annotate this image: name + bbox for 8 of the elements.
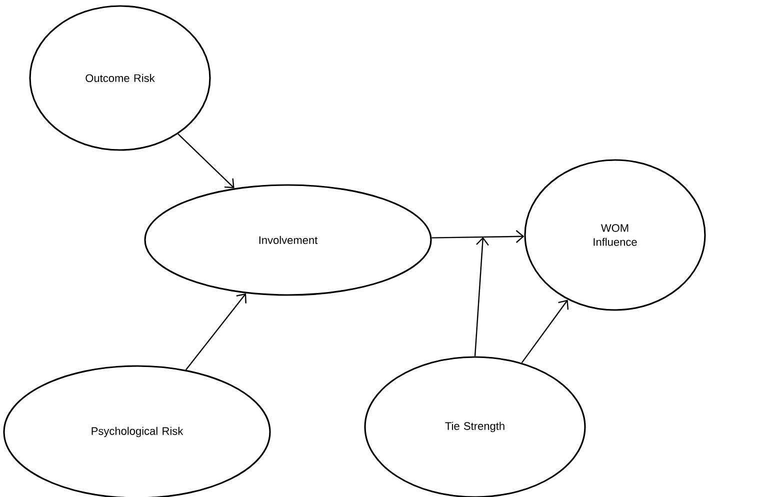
ellipse-node: Outcome Risk	[29, 5, 211, 151]
arrow	[185, 293, 246, 370]
ellipse-node: WOM Influence	[524, 159, 706, 311]
arrow	[432, 230, 524, 243]
arrow	[521, 300, 569, 364]
arrow	[178, 134, 234, 188]
ellipse-node: Involvement	[144, 184, 432, 296]
arrow	[474, 237, 489, 356]
